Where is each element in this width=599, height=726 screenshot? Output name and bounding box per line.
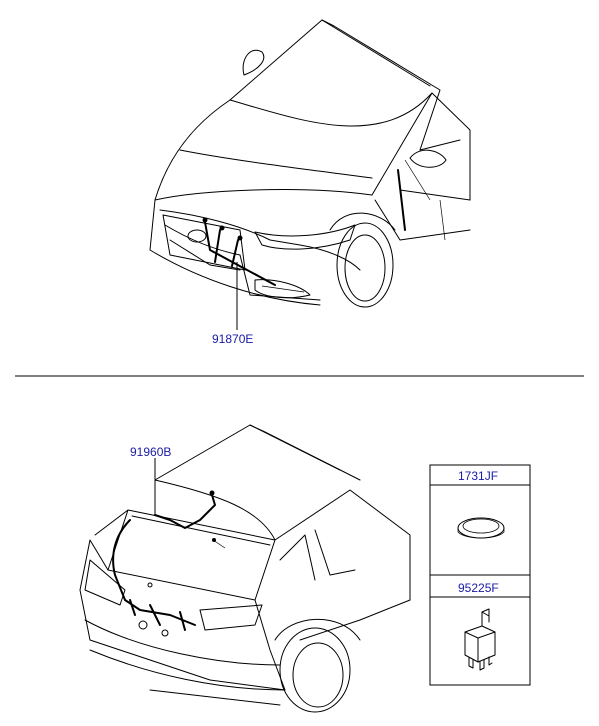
car-front-view — [149, 19, 471, 308]
car-rear-view — [79, 424, 411, 713]
parts-box — [429, 464, 531, 686]
label-95225F: 95225F — [458, 581, 499, 595]
label-1731JF: 1731JF — [458, 469, 498, 483]
label-91960B: 91960B — [130, 445, 171, 459]
label-91870E: 91870E — [212, 332, 253, 346]
grommet-icon — [457, 517, 505, 539]
relay-icon — [464, 608, 496, 671]
